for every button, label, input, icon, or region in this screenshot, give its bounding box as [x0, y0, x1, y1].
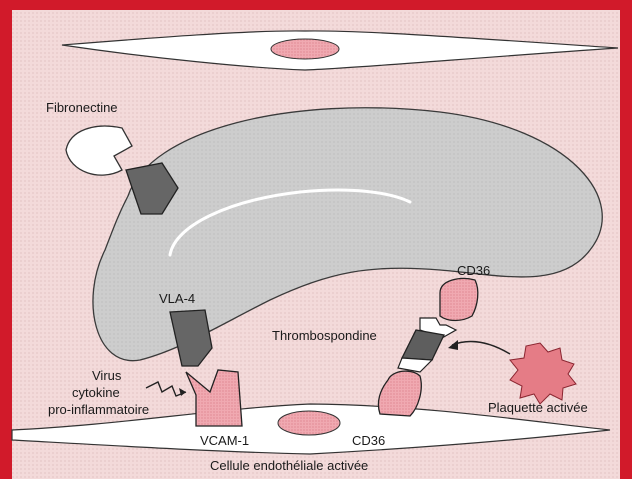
bottom-nucleus — [278, 411, 340, 435]
endothelial-cell-label: Cellule endothéliale activée — [210, 458, 368, 473]
virus-label-line3: pro-inflammatoire — [48, 402, 149, 417]
virus-label-line2: cytokine — [72, 385, 120, 400]
cd36-top-label: CD36 — [457, 263, 490, 278]
vcam1-label: VCAM-1 — [200, 433, 249, 448]
fibronectin-label: Fibronectine — [46, 100, 118, 115]
top-nucleus — [271, 39, 339, 59]
cd36-upper-receptor — [440, 279, 478, 321]
vla4-label: VLA-4 — [159, 291, 195, 306]
platelet-label: Plaquette activée — [488, 400, 588, 415]
thrombospondin-label: Thrombospondine — [272, 328, 377, 343]
cd36-bottom-label: CD36 — [352, 433, 385, 448]
virus-label-line1: Virus — [92, 368, 122, 383]
